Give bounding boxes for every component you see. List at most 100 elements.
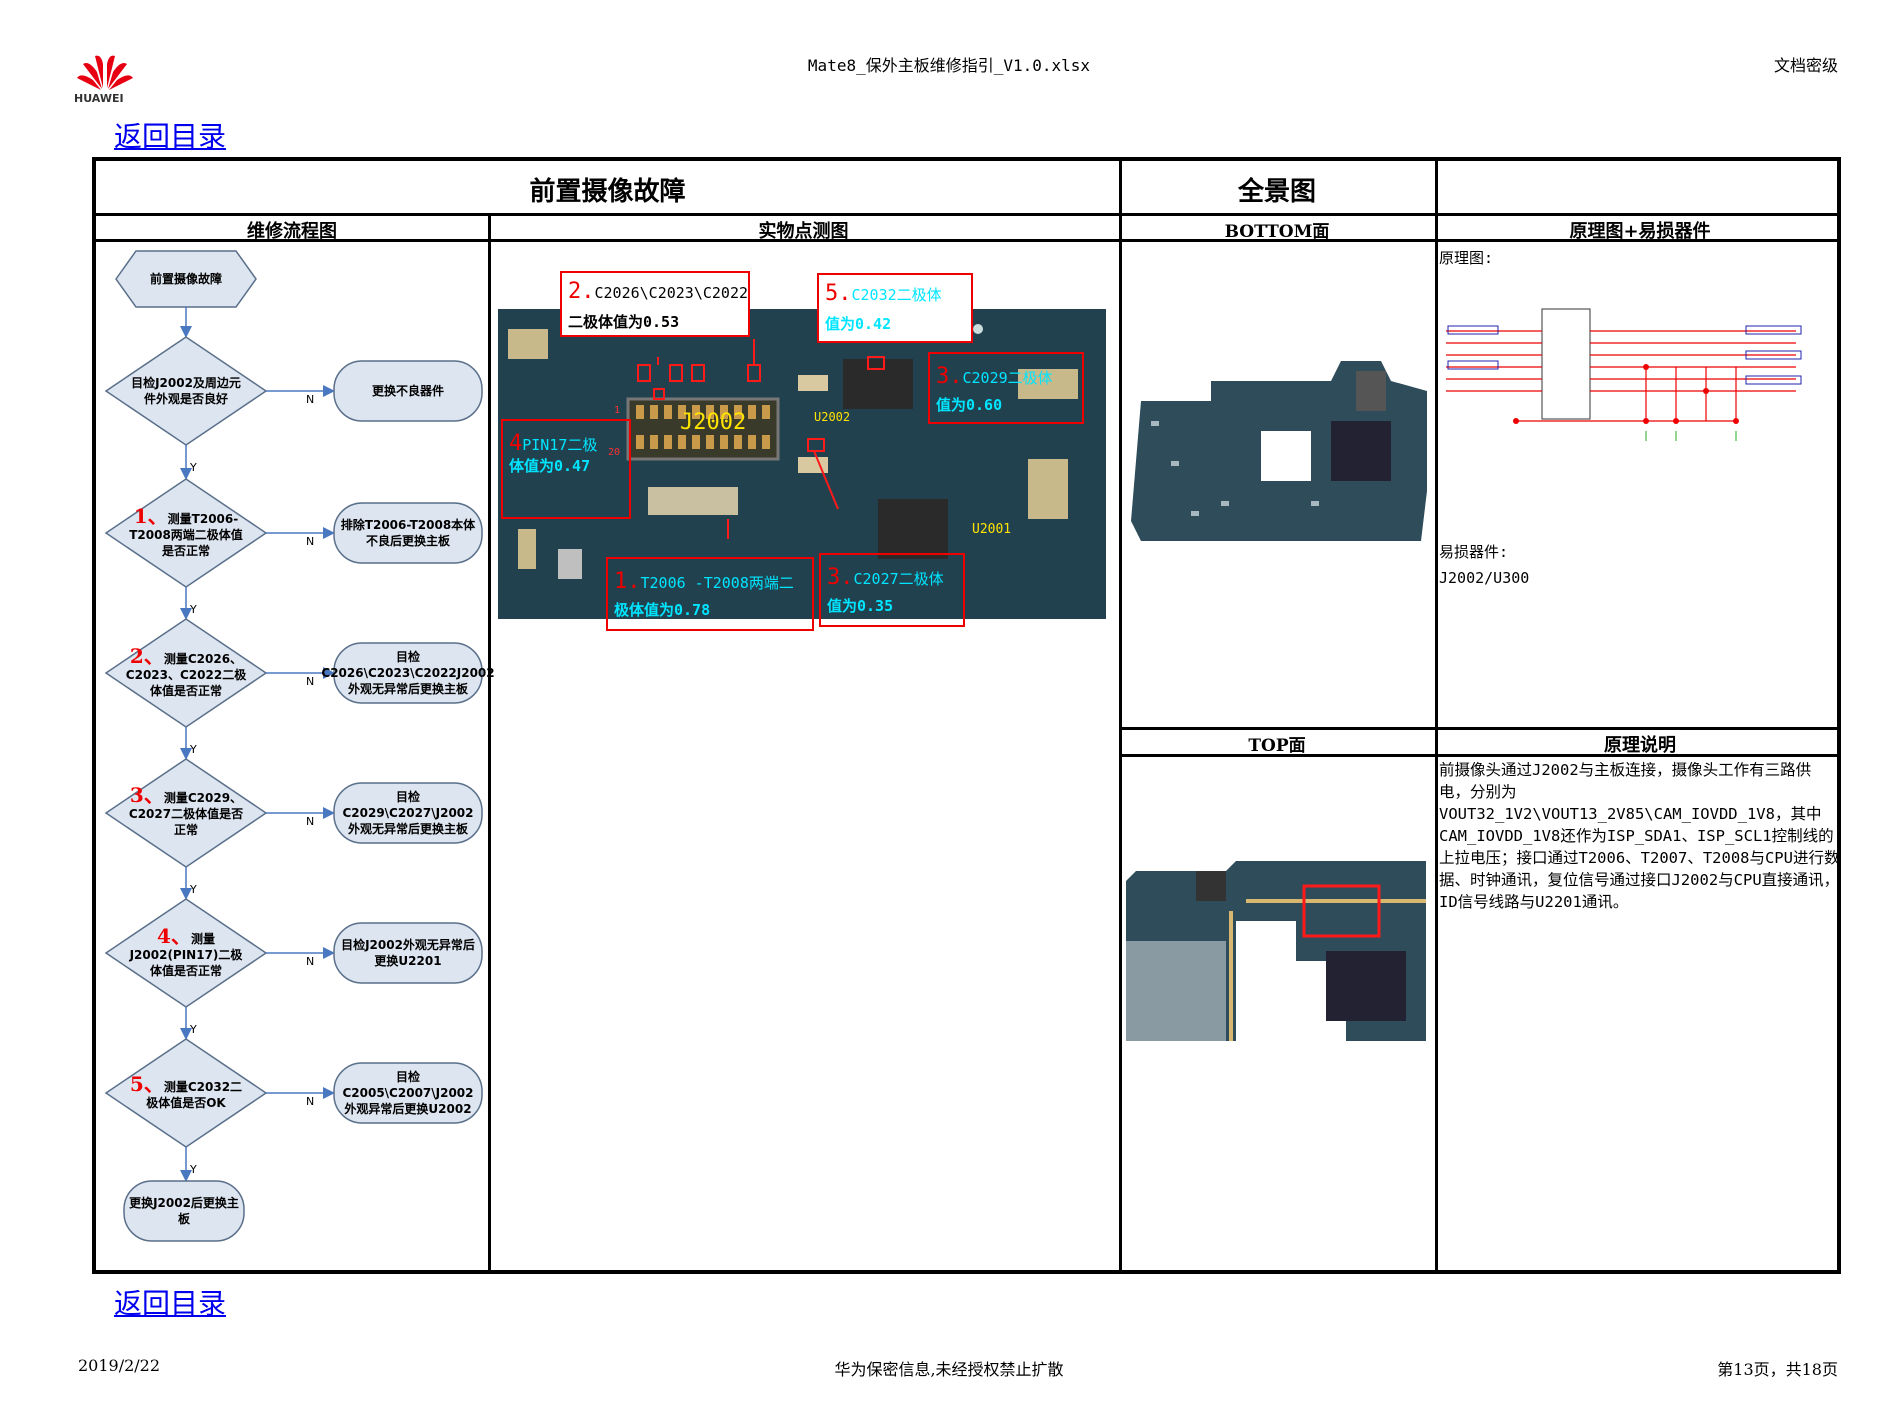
flow-start: 前置摄像故障 bbox=[149, 272, 222, 286]
measure-column-title: 实物点测图 bbox=[758, 221, 849, 242]
flow-step-3: 3、测量C2029、C2027二极体值是否正常 bbox=[124, 783, 248, 841]
measure-note-5-num: 5. bbox=[825, 281, 852, 306]
security-level: 文档密级 bbox=[1773, 56, 1838, 75]
divider bbox=[1435, 161, 1438, 1270]
divider bbox=[96, 213, 1837, 216]
flow-step-3-num: 3、 bbox=[129, 782, 164, 807]
flow-action-1: 排除T2006-T2008本体不良后更换主板 bbox=[340, 518, 476, 548]
flow-action-2: 目检C2026\C2023\C2022J2002外观无异常后更换主板 bbox=[321, 650, 495, 696]
file-title: Mate8_保外主板维修指引_V1.0.xlsx bbox=[807, 56, 1091, 75]
measure-note-2-text2: 二极体值为0.53 bbox=[568, 313, 680, 331]
measure-note-3a-text2: 值为0.60 bbox=[936, 396, 1003, 414]
logo-text: HUAWEI bbox=[74, 92, 124, 105]
flow-action-4: 目检J2002外观无异常后更换U2201 bbox=[341, 938, 475, 968]
flow-step-0-text: 目检J2002及周边元件外观是否良好 bbox=[131, 376, 241, 406]
yes-label: Y bbox=[190, 743, 197, 756]
flow-end: 更换J2002后更换主板 bbox=[129, 1196, 239, 1226]
measure-note-4: 4PIN17二极 体值为0.47 bbox=[501, 419, 631, 519]
flow-step-4: 4、测量J2002(PIN17)二极体值是否正常 bbox=[124, 921, 248, 985]
footer-date: 2019/2/22 bbox=[78, 1356, 161, 1375]
pcb-measure-drawing: J2002 U2002 U2001 1 20 bbox=[498, 309, 1106, 619]
measure-note-1-text2: 极体值为0.78 bbox=[614, 601, 711, 619]
schematic-column-title: 原理图+易损器件 bbox=[1569, 221, 1711, 242]
vulnerable-parts: J2002/U300 bbox=[1439, 569, 1530, 587]
principle-column-title: 原理说明 bbox=[1604, 735, 1676, 756]
connector-label: J2002 bbox=[680, 410, 746, 435]
pcb-measure-photo: J2002 U2002 U2001 1 20 bbox=[498, 309, 1106, 619]
flow-step-0: 目检J2002及周边元件外观是否良好 bbox=[126, 367, 246, 415]
divider bbox=[96, 239, 1837, 242]
measure-note-1-text1: T2006 -T2008两端二 bbox=[640, 574, 794, 592]
flow-step-2-num: 2、 bbox=[129, 643, 164, 668]
measure-note-1-num: 1. bbox=[614, 569, 641, 594]
flow-step-5-text: 测量C2032二极体值是否OK bbox=[146, 1079, 243, 1110]
footer-confidential: 华为保密信息,未经授权禁止扩散 bbox=[834, 1360, 1064, 1379]
measure-note-3a-text1: C2029二极体 bbox=[962, 369, 1053, 387]
yes-label: Y bbox=[190, 461, 197, 474]
yes-label: Y bbox=[190, 603, 197, 616]
measure-note-4-num: 4 bbox=[509, 431, 523, 456]
panorama-title: 全景图 bbox=[1237, 177, 1316, 207]
no-label: N bbox=[306, 675, 315, 688]
pin-label-a: 1 bbox=[614, 405, 620, 416]
flow-step-2-text: 测量C2026、C2023、C2022二极体值是否正常 bbox=[125, 651, 247, 698]
fault-title: 前置摄像故障 bbox=[529, 177, 686, 207]
measure-note-1: 1.T2006 -T2008两端二 极体值为0.78 bbox=[606, 557, 814, 631]
flow-step-4-num: 4、 bbox=[157, 923, 191, 948]
no-label: N bbox=[306, 1095, 315, 1108]
flow-step-4-text: 测量J2002(PIN17)二极体值是否正常 bbox=[129, 931, 243, 978]
flow-step-5-num: 5、 bbox=[129, 1071, 164, 1096]
yes-label: Y bbox=[190, 883, 197, 896]
no-label: N bbox=[306, 955, 315, 968]
measure-note-3b-text1: C2027二极体 bbox=[853, 570, 944, 588]
vulnerable-label: 易损器件: bbox=[1439, 543, 1509, 561]
schematic-label: 原理图: bbox=[1439, 249, 1494, 267]
measure-note-3b-num: 3. bbox=[827, 565, 854, 590]
measure-note-2-num: 2. bbox=[568, 279, 595, 304]
flow-action-3: 目检C2029\C2027\J2002外观无异常后更换主板 bbox=[342, 790, 474, 836]
principle-description: 前摄像头通过J2002与主板连接，摄像头工作有三路供电，分别为VOUT32_1V… bbox=[1439, 761, 1840, 911]
divider bbox=[488, 215, 491, 1270]
divider bbox=[1119, 754, 1837, 757]
measure-note-4-text1: PIN17二极 bbox=[522, 436, 598, 454]
flow-step-5: 5、测量C2032二极体值是否OK bbox=[126, 1061, 246, 1125]
flow-step-1-text: 测量T2006-T2008两端二极体值是否正常 bbox=[129, 511, 243, 558]
no-label: N bbox=[306, 535, 315, 548]
flow-column-title: 维修流程图 bbox=[247, 221, 337, 242]
no-label: N bbox=[306, 393, 315, 406]
measure-note-5-text2: 值为0.42 bbox=[825, 315, 892, 333]
back-to-contents-link-bottom[interactable]: 返回目录 bbox=[114, 1287, 227, 1320]
measure-note-3b: 3.C2027二极体 值为0.35 bbox=[819, 553, 965, 627]
flow-step-1: 1、测量T2006-T2008两端二极体值是否正常 bbox=[124, 501, 248, 565]
measure-note-3a-num: 3. bbox=[936, 364, 963, 389]
top-board-image bbox=[1126, 861, 1426, 1041]
huawei-logo bbox=[75, 50, 135, 105]
flow-action-0: 更换不良器件 bbox=[371, 384, 444, 398]
back-to-contents-link-top[interactable]: 返回目录 bbox=[114, 120, 227, 153]
flow-step-1-num: 1、 bbox=[133, 503, 168, 528]
measure-note-5-text1: C2032二极体 bbox=[851, 286, 942, 304]
measure-note-2-text1: C2026\C2023\C2022 bbox=[594, 284, 749, 302]
divider bbox=[1119, 161, 1122, 1270]
repair-guide-table: 前置摄像故障 全景图 维修流程图 实物点测图 BOTTOM面 原理图+易损器件 … bbox=[92, 157, 1841, 1274]
measure-note-4-text2: 体值为0.47 bbox=[509, 457, 591, 475]
flow-action-5: 目检C2005\C2007\J2002外观异常后更换U2002 bbox=[342, 1070, 474, 1116]
footer-page: 第13页，共18页 bbox=[1717, 1360, 1838, 1379]
flow-step-2: 2、测量C2026、C2023、C2022二极体值是否正常 bbox=[120, 641, 252, 705]
measure-note-3b-text2: 值为0.35 bbox=[827, 597, 894, 615]
divider bbox=[1119, 727, 1837, 730]
measure-note-3a: 3.C2029二极体 值为0.60 bbox=[928, 352, 1084, 424]
bottom-board-image bbox=[1131, 361, 1427, 541]
yes-label: Y bbox=[190, 1163, 197, 1176]
bottom-column-title: BOTTOM面 bbox=[1224, 222, 1330, 242]
yes-label: Y bbox=[190, 1023, 197, 1036]
ic-label-u2001: U2001 bbox=[972, 522, 1011, 537]
measure-note-2: 2.C2026\C2023\C2022 二极体值为0.53 bbox=[560, 271, 750, 337]
flow-step-3-text: 测量C2029、C2027二极体值是否正常 bbox=[128, 790, 244, 837]
no-label: N bbox=[306, 815, 315, 828]
schematic-diagram bbox=[1446, 308, 1802, 441]
ic-label-u2002: U2002 bbox=[814, 410, 850, 424]
top-column-title: TOP面 bbox=[1248, 736, 1306, 756]
measure-note-5: 5.C2032二极体 值为0.42 bbox=[817, 273, 973, 343]
pin-label-b: 20 bbox=[608, 447, 620, 458]
